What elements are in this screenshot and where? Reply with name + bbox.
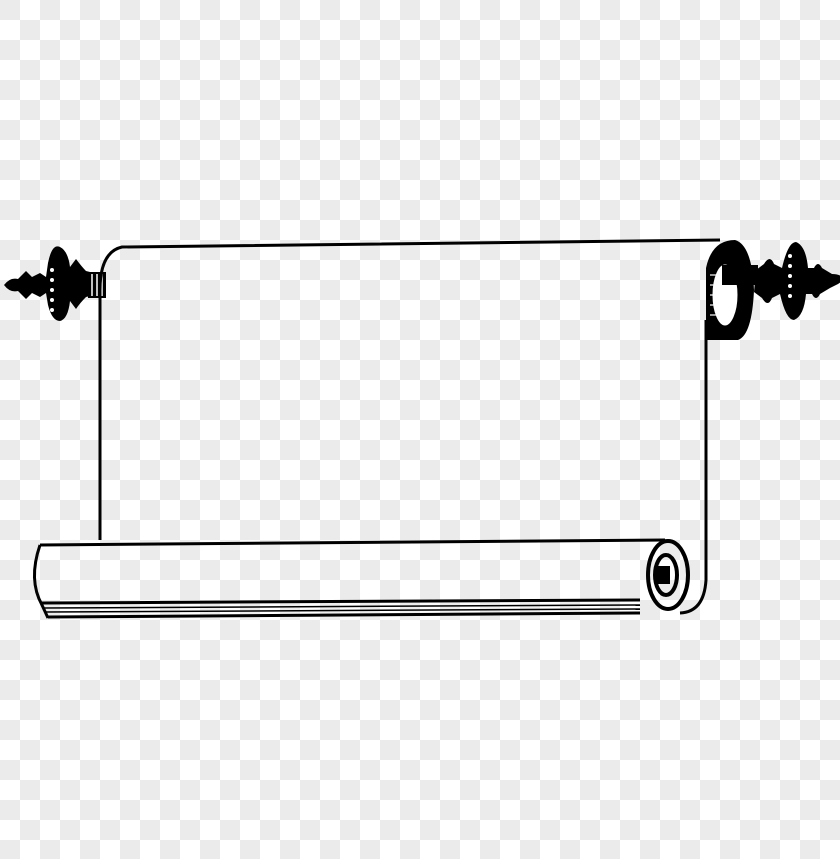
top-right-roll: [706, 240, 758, 340]
bottom-roll: [33, 538, 690, 619]
scroll-right-edge: [679, 320, 708, 615]
right-finial-ornament: [754, 242, 840, 320]
scroll-sheet-outline: [98, 238, 721, 540]
left-finial-ornament: [4, 246, 106, 321]
